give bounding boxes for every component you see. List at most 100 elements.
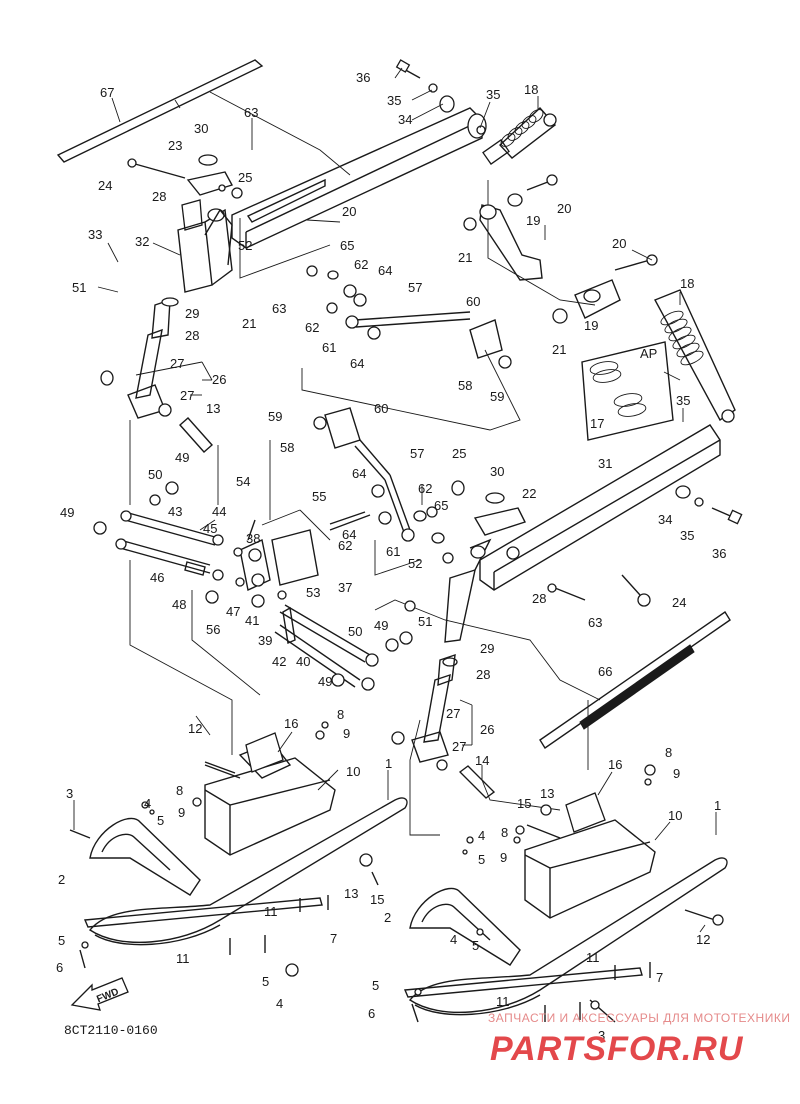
callout-4d: 4 [450, 932, 457, 947]
callout-52b: 52 [408, 556, 422, 571]
callout-5f: 5 [372, 978, 379, 993]
callout-49b: 49 [60, 505, 74, 520]
callout-49c: 49 [374, 618, 388, 633]
callout-4: 4 [144, 796, 151, 811]
callout-4b: 4 [276, 996, 283, 1011]
pivot-arm-assembly-right [404, 480, 651, 643]
pivot-arm-assembly-left [127, 154, 243, 293]
callout-17: 17 [590, 416, 604, 431]
tie-rod-57-upper [306, 265, 512, 369]
callout-36: 36 [356, 70, 370, 85]
callout-7b: 7 [656, 970, 663, 985]
callout-1: 1 [385, 756, 392, 771]
callout-51b: 51 [418, 614, 432, 629]
callout-18: 18 [524, 82, 538, 97]
pivot-block-38 [205, 509, 366, 608]
watermark-brand: PARTSFOR.RU [490, 1030, 744, 1068]
callout-29b: 29 [480, 641, 494, 656]
callout-62c: 62 [418, 481, 432, 496]
callout-24: 24 [98, 178, 112, 193]
callout-64: 64 [378, 263, 392, 278]
callout-61: 61 [322, 340, 336, 355]
main-rail-31 [479, 424, 721, 591]
callout-35b: 35 [486, 87, 500, 102]
callout-49d: 49 [318, 674, 332, 689]
callout-15b: 15 [517, 796, 531, 811]
callout-3: 3 [66, 786, 73, 801]
callout-9d: 9 [500, 850, 507, 865]
callout-35: 35 [387, 93, 401, 108]
callout-5c: 5 [262, 974, 269, 989]
shock-absorber-top [482, 106, 557, 165]
callout-62: 62 [354, 257, 368, 272]
callout-57: 57 [408, 280, 422, 295]
shock-absorber-right [654, 289, 736, 423]
rear-arm-19-lower [552, 254, 658, 324]
callout-35c: 35 [676, 393, 690, 408]
callout-21c: 21 [552, 342, 566, 357]
callout-11b: 11 [176, 951, 190, 966]
callout-8: 8 [337, 707, 344, 722]
callout-26b: 26 [480, 722, 494, 737]
callout-8b: 8 [176, 783, 183, 798]
callout-13b: 13 [344, 886, 358, 901]
callout-46: 46 [150, 570, 164, 585]
inset-label-ap: AP [640, 346, 657, 361]
callout-12: 12 [188, 721, 202, 736]
link-bars-37-40 [274, 604, 413, 691]
ski-assembly-right [403, 764, 728, 1023]
callout-29: 29 [185, 306, 199, 321]
callout-55: 55 [312, 489, 326, 504]
callout-62d: 62 [338, 538, 352, 553]
callout-56: 56 [206, 622, 220, 637]
callout-9c: 9 [673, 766, 680, 781]
callout-2: 2 [58, 872, 65, 887]
tie-rod-57-lower [313, 407, 454, 564]
cross-bars-43-46 [93, 481, 224, 581]
callout-65b: 65 [434, 498, 448, 513]
callout-30: 30 [194, 121, 208, 136]
callout-1b: 1 [714, 798, 721, 813]
callout-59b: 59 [268, 409, 282, 424]
callout-19b: 19 [584, 318, 598, 333]
callout-7: 7 [330, 931, 337, 946]
callout-27b: 27 [180, 388, 194, 403]
upper-rail-left [231, 107, 487, 249]
callout-43: 43 [168, 504, 182, 519]
callout-16: 16 [284, 716, 298, 731]
callout-5e: 5 [472, 938, 479, 953]
callout-39: 39 [258, 633, 272, 648]
callout-3b: 3 [598, 1028, 605, 1043]
callout-8c: 8 [665, 745, 672, 760]
callout-62b: 62 [305, 320, 319, 335]
strut-26-upper [100, 297, 179, 419]
callout-26: 26 [212, 372, 226, 387]
callout-61b: 61 [386, 544, 400, 559]
callout-21b: 21 [242, 316, 256, 331]
callout-53: 53 [306, 585, 320, 600]
inset-box-ap [581, 341, 674, 441]
decal-strip-66 [539, 611, 731, 749]
rear-arm-19 [463, 174, 558, 281]
callout-12b: 12 [696, 932, 710, 947]
callout-41: 41 [245, 613, 259, 628]
callout-30b: 30 [490, 464, 504, 479]
callout-13c: 13 [540, 786, 554, 801]
pin-13-upper [179, 417, 213, 453]
callout-51: 51 [72, 280, 86, 295]
bolt-36-right [675, 485, 743, 525]
callout-60b: 60 [374, 401, 388, 416]
callout-32: 32 [135, 234, 149, 249]
callout-36b: 36 [712, 546, 726, 561]
watermark: ЗАПЧАСТИ И АКСЕССУАРЫ ДЛЯ МОТОТЕХНИКИ PA… [488, 1011, 790, 1068]
callout-54: 54 [236, 474, 250, 489]
callout-34: 34 [398, 112, 412, 127]
callout-28b: 28 [185, 328, 199, 343]
callout-59: 59 [490, 389, 504, 404]
callout-11d: 11 [496, 994, 510, 1009]
callout-63b: 63 [272, 301, 286, 316]
callout-63: 63 [244, 105, 258, 120]
callout-5d: 5 [478, 852, 485, 867]
callout-19: 19 [526, 213, 540, 228]
forward-arrow-icon: FWD [70, 977, 129, 1011]
